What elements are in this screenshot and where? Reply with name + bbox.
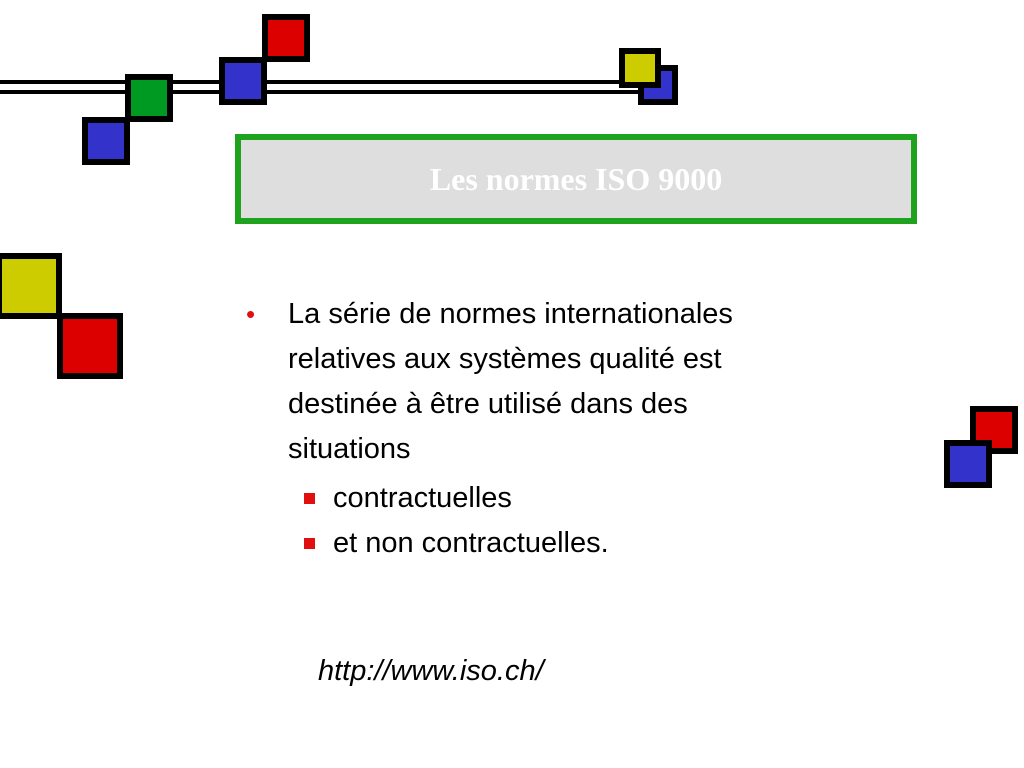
- decor-square-red: [57, 313, 123, 379]
- main-bullet: • La série de normes internationales rel…: [246, 292, 766, 472]
- title-box: Les normes ISO 9000: [235, 134, 917, 224]
- sub-bullet-item: contractuelles: [300, 476, 609, 521]
- decor-square-yellow: [0, 253, 62, 319]
- decor-square-red: [262, 14, 310, 62]
- sub-bullet-text: contractuelles: [333, 482, 512, 514]
- decor-square-green: [125, 74, 173, 122]
- slide-title: Les normes ISO 9000: [429, 160, 723, 197]
- decor-square-yellow: [619, 48, 661, 88]
- decor-square-blue: [219, 57, 267, 105]
- sub-bullet-list: contractuelles et non contractuelles.: [300, 476, 609, 566]
- bullet-text: La série de normes internationales relat…: [288, 298, 733, 465]
- square-bullet-icon: [304, 538, 315, 549]
- sub-bullet-item: et non contractuelles.: [300, 521, 609, 566]
- decor-square-blue: [944, 440, 992, 488]
- square-bullet-icon: [304, 493, 315, 504]
- iso-link[interactable]: http://www.iso.ch/: [318, 655, 544, 687]
- bullet-dot-icon: •: [246, 299, 256, 329]
- decorative-double-line: [0, 80, 642, 94]
- decor-square-blue: [82, 117, 130, 165]
- sub-bullet-text: et non contractuelles.: [333, 527, 609, 559]
